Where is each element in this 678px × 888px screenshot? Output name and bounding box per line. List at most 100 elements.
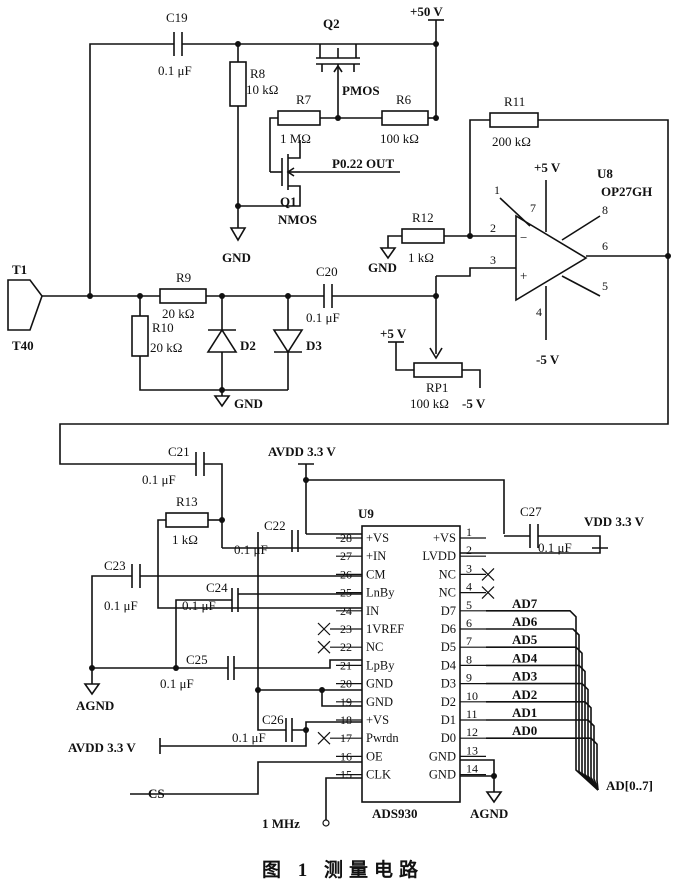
pin-name-2: LVDD [422, 549, 456, 563]
pin-name-21: LpBy [366, 658, 395, 672]
pin-name-15: CLK [366, 768, 391, 782]
r13-label: R13 [176, 494, 198, 509]
r10-resistor [131, 315, 149, 357]
nc-cross-23 [317, 622, 331, 636]
u8-vplus: +5 V [534, 160, 561, 175]
nc-cross-17 [317, 731, 331, 745]
pin-name-3: NC [439, 567, 456, 581]
r12-label: R12 [412, 210, 434, 225]
pin-name-8: D4 [441, 658, 457, 672]
pin-name-6: D6 [441, 622, 456, 636]
bus-line-ad0 [486, 737, 599, 791]
u8-label: U8 [597, 166, 613, 181]
c19-label: C19 [166, 10, 188, 25]
u8-pin2: 2 [490, 221, 496, 235]
minus-sign: − [520, 230, 527, 245]
c22-value: 0.1 μF [234, 542, 268, 557]
pin-number-2: 2 [466, 543, 472, 557]
bus-label-ad5: AD5 [512, 632, 538, 647]
pin-name-26: CM [366, 567, 385, 581]
bus-line-ad5 [486, 646, 599, 791]
u8-pin5: 5 [602, 279, 608, 293]
figure-caption: 图 1 测量电路 [262, 858, 424, 881]
rp1-vminus: -5 V [462, 396, 486, 411]
t1-label: T1 [12, 262, 27, 277]
agnd1-symbol [83, 683, 101, 696]
r7-resistor [277, 110, 321, 126]
bus-line-ad3 [486, 682, 599, 791]
gnd1-symbol [229, 227, 247, 242]
u8-pin1: 1 [494, 183, 500, 197]
rp1-value: 100 kΩ [410, 396, 449, 411]
pin-number-7: 7 [466, 634, 472, 648]
nc-cross-22 [317, 640, 331, 654]
c19-capacitor [89, 32, 436, 296]
nc-cross-4 [481, 586, 495, 600]
pin-name-14: GND [429, 768, 456, 782]
rp1-vplus: +5 V [380, 326, 407, 341]
r8-value: 10 kΩ [246, 82, 278, 97]
pin-name-18: +VS [366, 713, 389, 727]
pin-name-23: 1VREF [366, 622, 404, 636]
u8-pin8: 8 [602, 203, 608, 217]
pin-name-22: NC [366, 640, 383, 654]
pin-number-4: 4 [466, 580, 472, 594]
pin-name-4: NC [439, 586, 456, 600]
r6-label: R6 [396, 92, 412, 107]
pin-name-20: GND [366, 677, 393, 691]
gnd1-label: GND [222, 250, 251, 265]
pin-name-5: D7 [441, 604, 456, 618]
transducer-t1 [7, 279, 43, 331]
v50-label: +50 V [410, 4, 443, 19]
pin-name-10: D2 [441, 695, 456, 709]
nc-cross-3 [481, 567, 495, 581]
d2-label: D2 [240, 338, 256, 353]
r12-resistor [401, 228, 445, 244]
c20-label: C20 [316, 264, 338, 279]
bus-line-ad2 [486, 701, 599, 791]
q1-label: Q1 [280, 194, 297, 209]
nmos-label: NMOS [278, 212, 317, 227]
c20-value: 0.1 μF [306, 310, 340, 325]
pin-number-3: 3 [466, 561, 472, 575]
bus-label-ad3: AD3 [512, 669, 538, 684]
bus-line-ad1 [486, 719, 599, 791]
r8-resistor [229, 61, 247, 107]
r10-value: 20 kΩ [150, 340, 182, 355]
pin-number-5: 5 [466, 598, 472, 612]
rp1-label: RP1 [426, 380, 448, 395]
pin-number-12: 12 [466, 725, 478, 739]
u9-label: U9 [358, 506, 374, 521]
u8-opamp [515, 214, 588, 302]
c27-value: 0.1 μF [538, 540, 572, 555]
agnd1-label: AGND [76, 698, 114, 713]
c25-label: C25 [186, 652, 208, 667]
pin-number-9: 9 [466, 671, 472, 685]
pin-name-12: D0 [441, 731, 456, 745]
pin-name-28: +VS [366, 531, 389, 545]
pin-name-24: IN [366, 604, 379, 618]
pmos-label: PMOS [342, 83, 380, 98]
agnd2-label: AGND [470, 806, 508, 821]
c23-label: C23 [104, 558, 126, 573]
chip-name: ADS930 [372, 806, 418, 821]
u8-pin6: 6 [602, 239, 608, 253]
r13-value: 1 kΩ [172, 532, 198, 547]
pin-name-27: +IN [366, 549, 386, 563]
bus-label-ad4: AD4 [512, 650, 538, 665]
pin-name-1: +VS [433, 531, 456, 545]
pin-name-25: LnBy [366, 586, 395, 600]
c22-label: C22 [264, 518, 286, 533]
vdd-label: VDD 3.3 V [584, 514, 645, 529]
bus-label-ad1: AD1 [512, 705, 537, 720]
pin-name-11: D1 [441, 713, 456, 727]
r8-label: R8 [250, 66, 265, 81]
pin-number-1: 1 [466, 525, 472, 539]
u8-vminus: -5 V [536, 352, 560, 367]
op27-label: OP27GH [601, 184, 652, 199]
gnd2-label: GND [368, 260, 397, 275]
gnd3-symbol [213, 395, 231, 408]
clk-source-label: 1 MHz [262, 816, 300, 831]
ad-bus-label: AD[0..7] [606, 778, 653, 793]
